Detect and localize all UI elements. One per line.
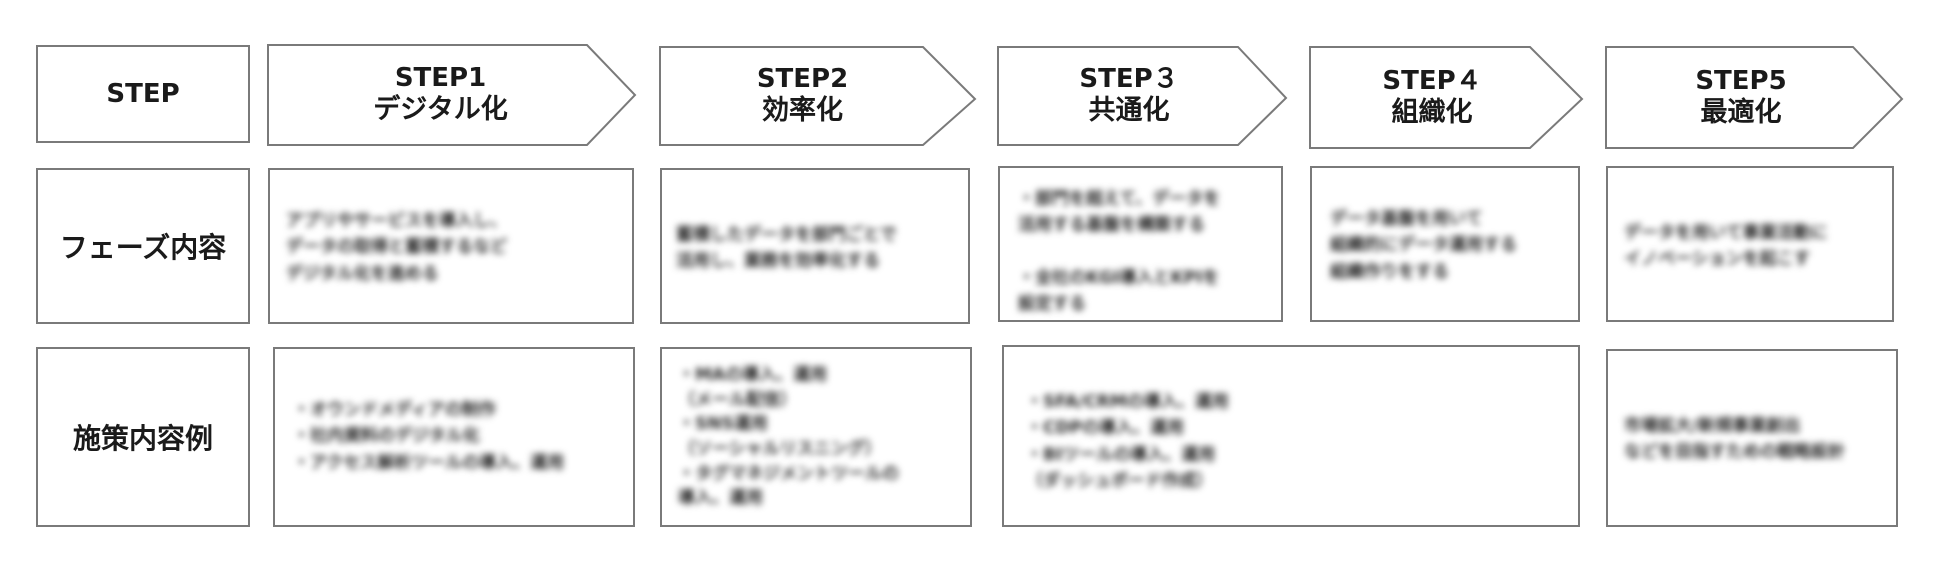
row-label-phase: フェーズ内容: [36, 168, 250, 324]
step-header-label: STEP: [36, 45, 250, 143]
step5-title: STEP5 最適化: [1606, 47, 1876, 148]
step1-title: STEP1 デジタル化: [268, 45, 613, 145]
measures-step2: ・MAの導入、運用 （メール配信） ・SNS運用 （ソーシャルリスニング） ・タ…: [660, 347, 972, 527]
phase-step4-text: データ基盤を用いて 組織的にデータ運用する 組織作りをする: [1330, 209, 1517, 282]
measures-step3-4: ・SFA/CRMの導入、運用 ・CDPの導入、運用 ・BIツールの導入、運用 （…: [1002, 345, 1580, 527]
step1-number: STEP1: [394, 63, 487, 94]
step5-number: STEP5: [1695, 65, 1787, 96]
phase-step2-text: 蓄積したデータを部門ごとで 活用し、業務を効率化する: [676, 225, 897, 272]
phase-step4: データ基盤を用いて 組織的にデータ運用する 組織作りをする: [1310, 166, 1580, 322]
measures-step1-text: ・オウンドメディアの制作 ・社内資料のデジタル化 ・アクセス解析ツールの導入、運…: [293, 400, 565, 473]
step5-arrow: [1605, 46, 1904, 149]
phase-step3-text: ・部門を超えて、データを 活用する基盤を構築する ・全社のKGI導入とKPIを …: [1018, 189, 1221, 315]
phase-step3: ・部門を超えて、データを 活用する基盤を構築する ・全社のKGI導入とKPIを …: [998, 166, 1283, 322]
step1-arrow: [267, 44, 637, 146]
step2-arrow: [659, 46, 977, 146]
phase-step1: アプリやサービスを導入し、 データの取得と蓄積するなど デジタル化を進める: [268, 168, 634, 324]
phase-step1-text: アプリやサービスを導入し、 データの取得と蓄積するなど デジタル化を進める: [286, 211, 507, 284]
step2-title: STEP2 効率化: [660, 47, 945, 145]
step4-name: 組織化: [1391, 96, 1473, 128]
phase-step5: データを用いて事業活動に イノベーションを起こす: [1606, 166, 1894, 322]
measures-step1: ・オウンドメディアの制作 ・社内資料のデジタル化 ・アクセス解析ツールの導入、運…: [273, 347, 635, 527]
step5-name: 最適化: [1700, 96, 1782, 128]
step4-title: STEP４ 組織化: [1310, 47, 1554, 148]
measures-step5-text: 市場拡大/新規事業創出 などを目指すための戦略設計: [1624, 416, 1845, 463]
step2-number: STEP2: [756, 64, 849, 95]
step3-name: 共通化: [1088, 95, 1170, 127]
step4-number: STEP４: [1382, 65, 1482, 96]
step2-name: 効率化: [762, 95, 843, 127]
step3-number: STEP３: [1079, 64, 1179, 95]
step4-arrow: [1309, 46, 1584, 149]
step3-arrow: [997, 46, 1288, 146]
phase-step5-text: データを用いて事業活動に イノベーションを起こす: [1624, 223, 1828, 270]
row-label-measures: 施策内容例: [36, 347, 250, 527]
measures-step2-text: ・MAの導入、運用 （メール配信） ・SNS運用 （ソーシャルリスニング） ・タ…: [678, 365, 899, 509]
step1-name: デジタル化: [373, 94, 508, 126]
step3-title: STEP３ 共通化: [998, 47, 1260, 145]
phase-step2: 蓄積したデータを部門ごとで 活用し、業務を効率化する: [660, 168, 970, 324]
measures-step5: 市場拡大/新規事業創出 などを目指すための戦略設計: [1606, 349, 1898, 527]
measures-step3-4-text: ・SFA/CRMの導入、運用 ・CDPの導入、運用 ・BIツールの導入、運用 （…: [1026, 392, 1229, 492]
